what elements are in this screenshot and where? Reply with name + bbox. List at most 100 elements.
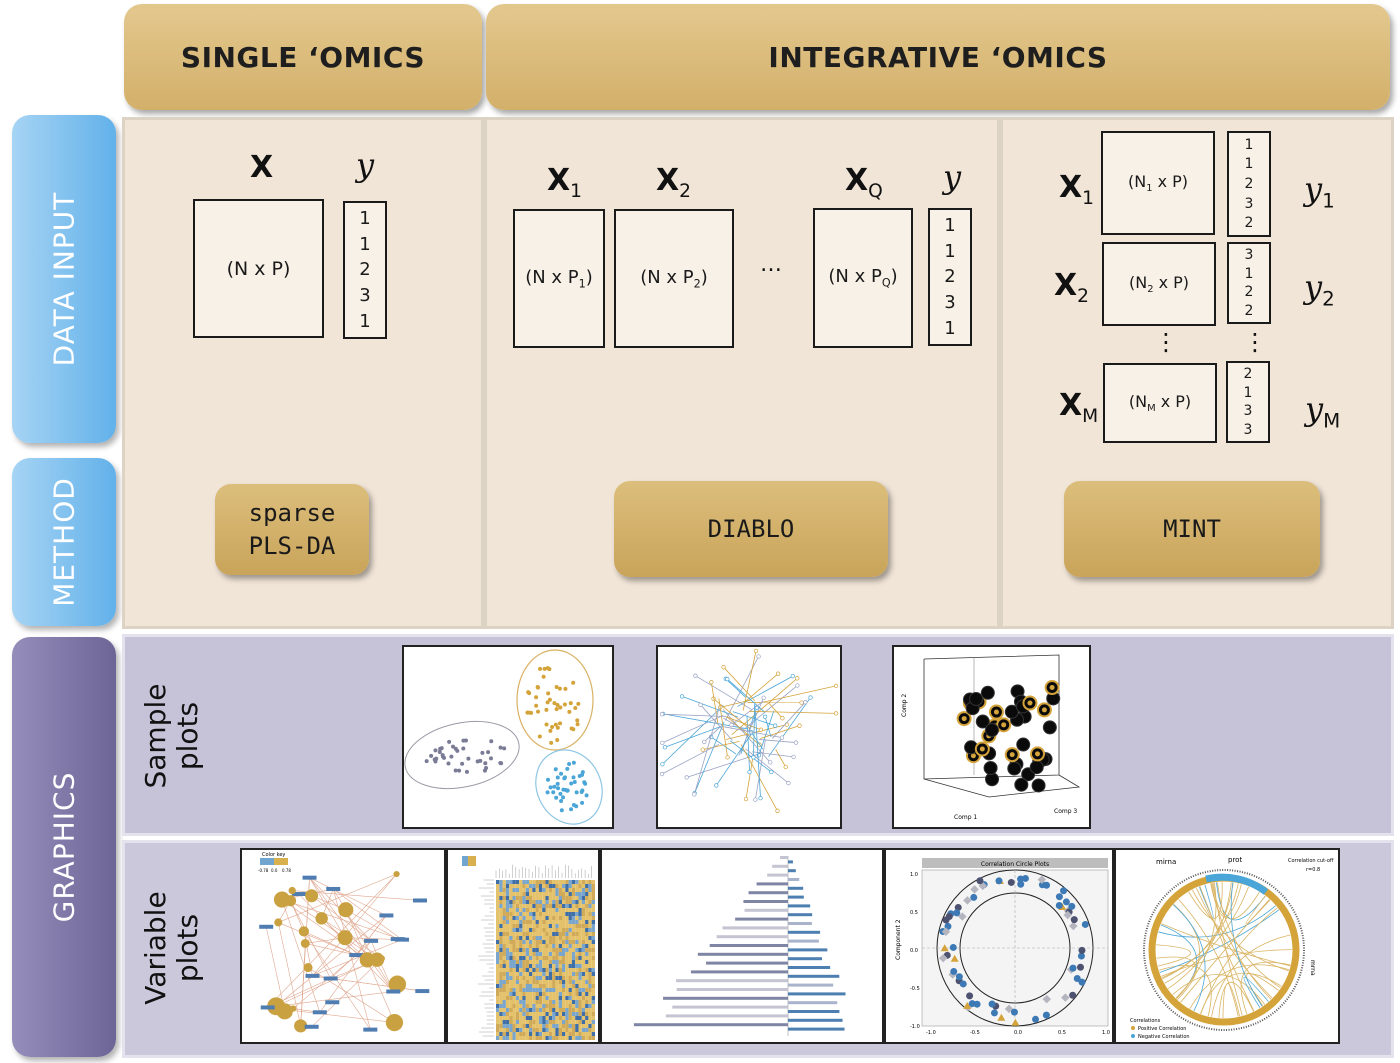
heatmap-cell [581, 896, 586, 900]
heatmap-cell [512, 932, 516, 936]
corr-point [970, 893, 978, 901]
heatmap-cell [542, 884, 546, 888]
heatmap-cell [568, 1036, 572, 1040]
loading-bar [709, 944, 788, 947]
heatmap-cell [525, 960, 529, 964]
heatmap-cell [519, 892, 523, 896]
heatmap-cell [581, 904, 586, 908]
circos-chord [1243, 976, 1269, 1008]
mint-outcome-vector-m: 2 1 3 3 [1226, 361, 1270, 443]
heatmap-cell [525, 1032, 529, 1036]
heatmap-cell [565, 1028, 569, 1032]
corr-point [949, 943, 957, 951]
heatmap-cell [515, 980, 520, 984]
heatmap-cell [535, 948, 539, 952]
heatmap-cell [552, 960, 556, 964]
heatmap-cell [568, 976, 572, 980]
circos-positive-label: Positive Correlation [1138, 1026, 1186, 1032]
corr-x-tick: -0.5 [970, 1030, 980, 1036]
heatmap-cell [519, 912, 523, 916]
heatmap-cell [552, 972, 556, 976]
heatmap-cell [552, 900, 556, 904]
diablo-y-value: 2 [944, 266, 956, 288]
heatmap-cell [522, 1020, 526, 1024]
heatmap-cell [575, 1000, 579, 1004]
heatmap-cell [568, 920, 572, 924]
mint-ym-value: 3 [1243, 422, 1253, 439]
heatmap-cell [585, 940, 589, 944]
sample-point [447, 739, 452, 744]
network-edge [303, 931, 371, 1030]
heatmap-cell [529, 1032, 533, 1036]
heatmap-cell [591, 1036, 595, 1040]
heatmap-cell [552, 912, 556, 916]
heatmap-cell [555, 904, 559, 908]
heatmap-cell [545, 1036, 549, 1040]
loading-bar [633, 1023, 788, 1027]
heatmap-cell [509, 908, 513, 912]
loading-bar [756, 882, 788, 886]
heatmap-cell [558, 888, 562, 892]
heatmap-cell [499, 996, 503, 1000]
mint-y1-value: 2 [1244, 175, 1254, 192]
mint-y2-value: 2 [1244, 303, 1254, 320]
heatmap-cell [591, 932, 595, 936]
network-node-rect [386, 989, 401, 994]
heatmap-cell [532, 968, 536, 972]
heatmap-cell [532, 996, 536, 1000]
heatmap-cell [499, 944, 503, 948]
arrow-tip [761, 695, 766, 700]
heatmap-cell [588, 920, 592, 924]
mint-y1-value: 2 [1244, 215, 1254, 232]
heatmap-cell [545, 916, 549, 920]
sample-point [575, 718, 580, 723]
heatmap-cell [565, 980, 569, 984]
diablo-outcome-vector: 1 1 2 3 1 [928, 208, 972, 346]
heatmap-cell [575, 1012, 579, 1016]
heatmap-cell [555, 900, 559, 904]
heatmap-cell [522, 1000, 526, 1004]
heatmap-cell [581, 1012, 586, 1016]
heatmap-cell [555, 920, 559, 924]
sample-point [546, 691, 551, 696]
heatmap-cell [548, 944, 553, 948]
sample-point [567, 709, 572, 714]
arrow-tip [684, 775, 689, 780]
heatmap-cell [535, 944, 539, 948]
heatmap-cell [515, 920, 520, 924]
heatmap-cell [519, 1024, 523, 1028]
heatmap-cell [571, 904, 576, 908]
arrow-tip [779, 735, 785, 740]
heatmap-cell [581, 936, 586, 940]
heatmap-cell [529, 1008, 533, 1012]
heatmap-cell [538, 900, 543, 904]
heatmap-cell [568, 1016, 572, 1020]
heatmap-cell [509, 924, 513, 928]
heatmap-cell [578, 1012, 582, 1016]
heatmap-cell [532, 948, 536, 952]
mint-x1-label: X1 [1059, 170, 1094, 209]
heatmap-cell [565, 976, 569, 980]
heatmap-cell [545, 1028, 549, 1032]
heatmap-cell [588, 1036, 592, 1040]
network-node-rect [260, 1005, 275, 1010]
heatmap-cell [509, 888, 513, 892]
network-node-rect [364, 938, 379, 943]
heatmap-cell [505, 1016, 510, 1020]
heatmap-cell [565, 972, 569, 976]
heatmap-cell [522, 972, 526, 976]
heatmap-cell [558, 912, 562, 916]
heatmap-cell [575, 992, 579, 996]
heatmap-cell [512, 984, 516, 988]
arrow-segment [729, 740, 772, 773]
heatmap-cell [571, 924, 576, 928]
heatmap-cell [558, 1020, 562, 1024]
heatmap-cell [581, 944, 586, 948]
arrow-segment [758, 710, 775, 756]
heatmap-cell [525, 948, 529, 952]
heatmap-cell [512, 980, 516, 984]
corr-point [1055, 893, 1063, 901]
arrow-tip [714, 783, 719, 788]
heatmap-cell [585, 956, 589, 960]
heatmap-cell [529, 916, 533, 920]
